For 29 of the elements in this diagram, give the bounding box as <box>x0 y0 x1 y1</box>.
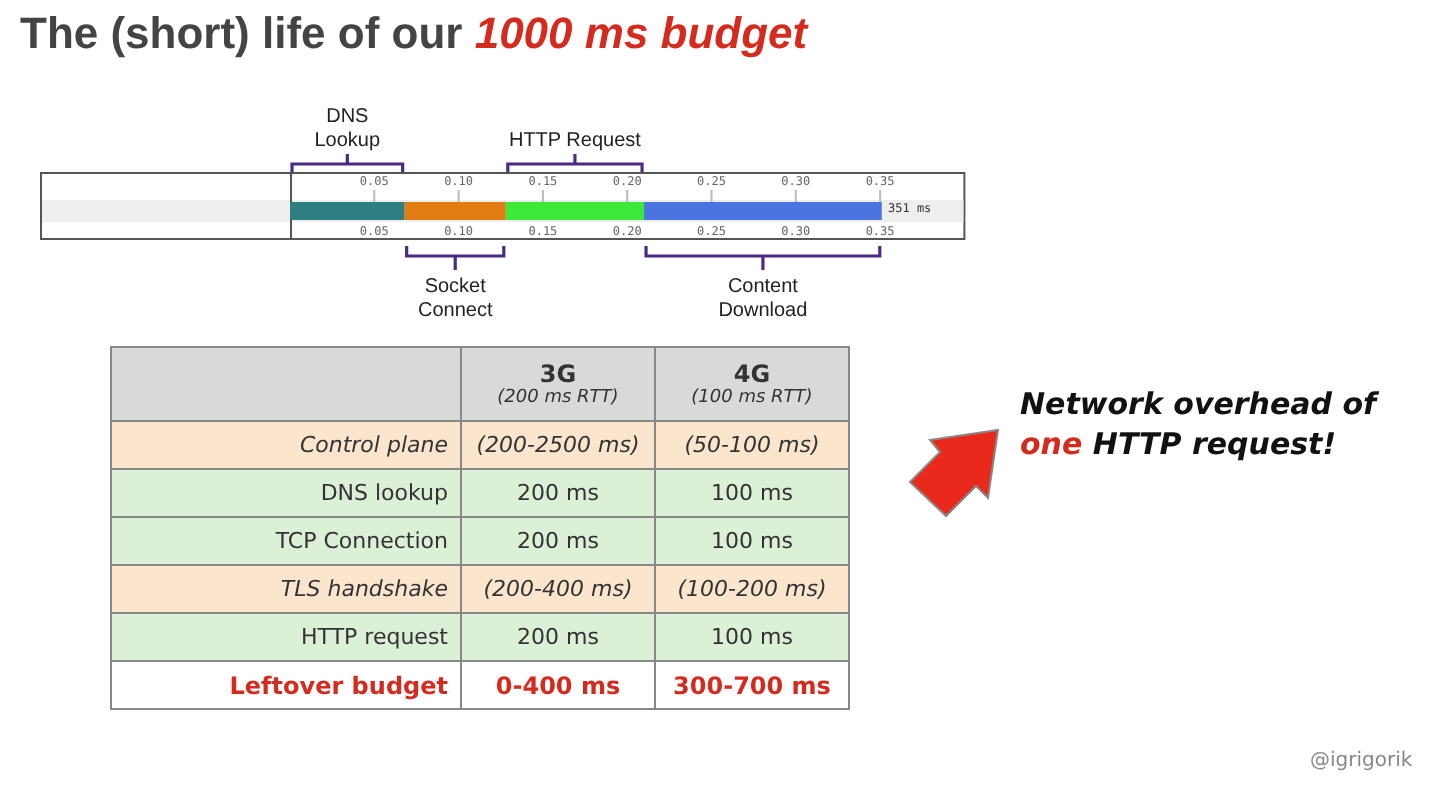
value-cell: 0-400 ms <box>461 661 655 709</box>
value-cell: (50-100 ms) <box>655 421 849 469</box>
value-cell: 300-700 ms <box>655 661 849 709</box>
row-label-cell: HTTP request <box>111 613 461 661</box>
value-cell: 100 ms <box>655 613 849 661</box>
series-label: Socket Connect <box>415 276 495 324</box>
column-heading: 4G <box>732 360 771 388</box>
column-subheading: (200 ms RTT) <box>495 388 621 408</box>
value-cell: 200 ms <box>461 613 655 661</box>
value-cell: (200-400 ms) <box>461 565 655 613</box>
column-heading: 3G <box>538 360 577 388</box>
value-cell: (100-200 ms) <box>655 565 849 613</box>
row-label-cell: DNS lookup <box>111 469 461 517</box>
row-label-cell: TLS handshake <box>111 565 461 613</box>
value-cell: 200 ms <box>461 469 655 517</box>
row-label-cell: TCP Connection <box>111 517 461 565</box>
row-label-cell: Leftover budget <box>111 661 461 709</box>
value-cell: 200 ms <box>461 517 655 565</box>
column-subheading: (100 ms RTT) <box>689 388 815 408</box>
value-cell: 100 ms <box>655 469 849 517</box>
slide-title: The (short) life of our 1000 ms budget <box>20 8 808 60</box>
row-label-cell: Control plane <box>111 421 461 469</box>
value-cell: (200-2500 ms) <box>461 421 655 469</box>
value-cell: 100 ms <box>655 517 849 565</box>
callout-text: Network overhead of one HTTP request! <box>1020 384 1381 464</box>
series-label: HTTP Request <box>506 130 643 154</box>
series-label: DNS Lookup <box>312 106 383 154</box>
author-handle: @igrigorik <box>1310 750 1413 772</box>
series-label: Content Download <box>716 276 810 324</box>
